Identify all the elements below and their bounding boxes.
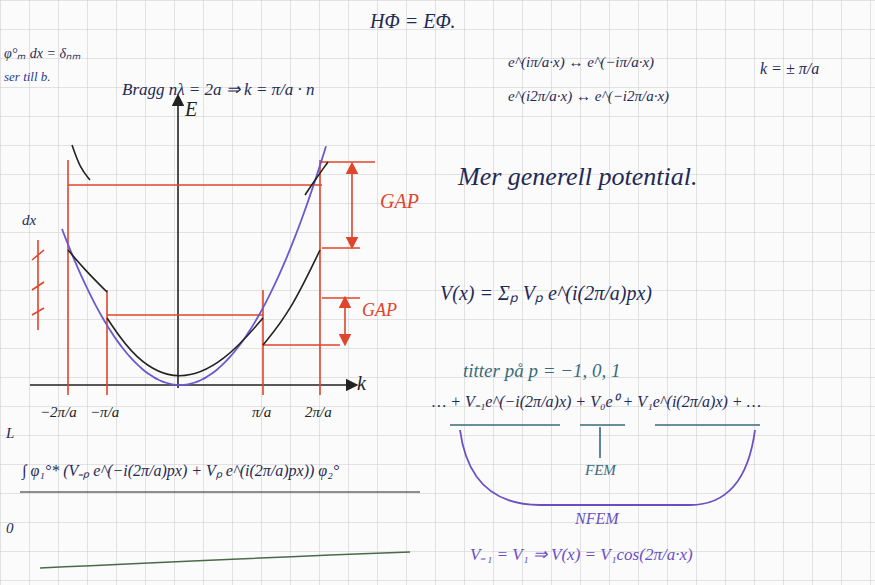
term-brackets: [20, 425, 760, 568]
limit: 0: [6, 520, 14, 537]
equation: Bragg nλ = 2a ⇒ k = π/a · n: [122, 80, 315, 100]
equation: dx: [22, 212, 36, 229]
tick-label: 2π/a: [305, 404, 332, 421]
equation: V₋₁ = V₁ ⇒ V(x) = V₁cos(2π/a·x): [470, 545, 693, 565]
equation: ∫ φ₁°* (V₋ₚ e^(−i(2π/a)px) + Vₚ e^(i(2π/…: [22, 462, 339, 480]
heading: Mer generell potential.: [458, 162, 697, 192]
free-electron-parabola: [62, 146, 326, 385]
equation: V(x) = Σₚ Vₚ e^(i(2π/a)px): [440, 282, 652, 305]
equation: … + V₋₁e^(−i(2π/a)x) + V₀e⁰ + V₁e^(i(2π/…: [432, 393, 761, 411]
tick-label: −2π/a: [40, 404, 77, 421]
band-curve: [263, 250, 320, 345]
gap-label: GAP: [380, 190, 419, 213]
tick-label: −π/a: [90, 404, 119, 421]
term-label: FEM: [585, 462, 616, 479]
band-curve: [107, 318, 263, 376]
equation: e^(i2π/a·x) ↔ e^(−i2π/a·x): [508, 88, 669, 105]
term-label: NFEM: [575, 510, 619, 528]
energy-axis: [177, 100, 179, 388]
band-curve: [68, 250, 107, 292]
equation: φ°ₘ dx = δₙₘ: [4, 46, 81, 62]
note: ser till b.: [4, 70, 51, 85]
limit: L: [6, 425, 14, 442]
gap-label: GAP: [362, 300, 397, 321]
equation: HΦ = EΦ.: [370, 10, 456, 33]
equation: e^(iπ/a·x) ↔ e^(−iπ/a·x): [508, 54, 654, 71]
equation: k = ± π/a: [760, 60, 819, 78]
band-curve: [305, 162, 328, 195]
note: titter på p = −1, 0, 1: [463, 360, 621, 382]
axis-label: E: [185, 98, 197, 121]
band-curve: [72, 145, 90, 180]
tick-label: π/a: [252, 404, 271, 421]
gap-lines: [32, 160, 375, 395]
axis-label: k: [357, 372, 366, 395]
